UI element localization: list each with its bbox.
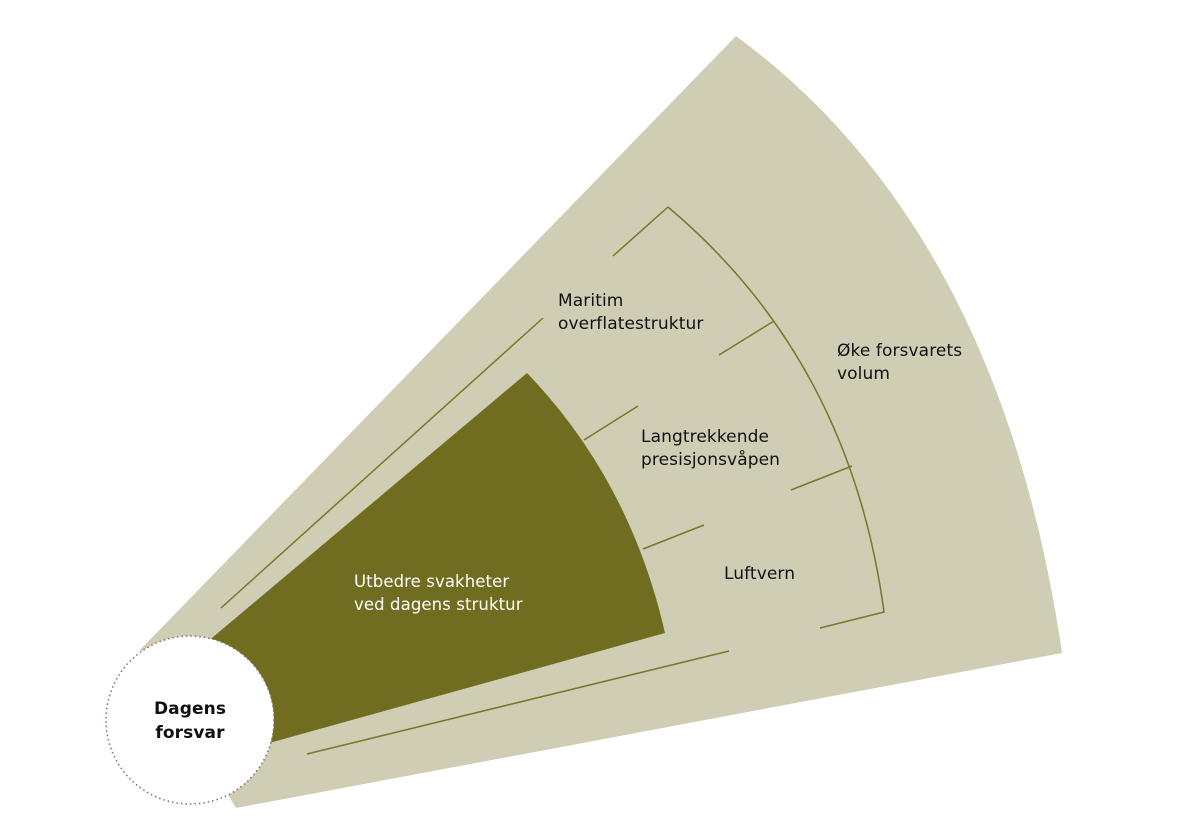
inner-label: Utbedre svakheter ved dagens struktur [354, 570, 523, 616]
sub-items-bracket-arc [667, 206, 885, 629]
outer-label-line1: Øke forsvarets [837, 341, 963, 361]
sub-item-langtrekkende-line2: presisjonsvåpen [641, 450, 781, 470]
inner-label-line2: ved dagens struktur [354, 595, 523, 614]
sub-item-langtrekkende-line1: Langtrekkende [641, 427, 770, 447]
sub-item-luftvern-line1: Luftvern [724, 564, 796, 584]
center-label-line2: forsvar [155, 723, 225, 743]
center-label-line1: Dagens [153, 699, 227, 719]
sub-item-maritim-line1: Maritim [558, 291, 624, 311]
sub-item-luftvern: Luftvern [724, 563, 795, 586]
sub-item-langtrekkende: Langtrekkende presisjonsvåpen [641, 426, 780, 472]
divider-langtrekkende-luftvern [790, 465, 853, 491]
outer-label: Øke forsvarets volum [837, 340, 962, 386]
center-label: Dagens forsvar [135, 697, 245, 745]
upper-edge-line [220, 317, 544, 609]
lower-edge-line [306, 650, 730, 755]
sub-item-maritim-line2: overflatestruktur [558, 314, 704, 334]
divider-inner-bottom [642, 524, 705, 550]
sub-item-maritim: Maritim overflatestruktur [558, 290, 703, 336]
divider-inner-top [583, 405, 639, 441]
divider-maritim-langtrekkende [718, 320, 775, 356]
bracket-top-tick [612, 206, 669, 257]
outer-label-line2: volum [837, 364, 891, 384]
center-circle [105, 635, 275, 805]
inner-label-line1: Utbedre svakheter [354, 572, 510, 591]
inner-wedge-segment [200, 373, 665, 745]
